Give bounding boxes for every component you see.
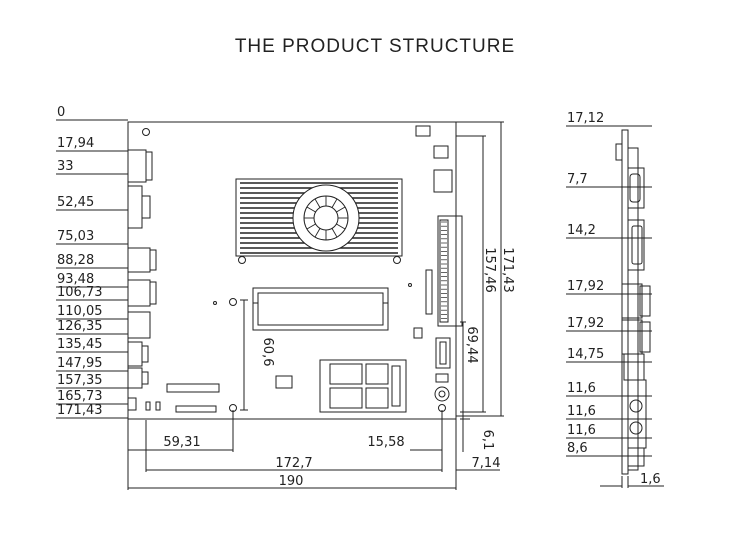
jumper (155, 401, 161, 411)
dc-jack (434, 386, 450, 402)
page-title: THE PRODUCT STRUCTURE (234, 36, 516, 57)
dim-side-8: 11,6 (567, 423, 596, 438)
fan-blade (331, 198, 338, 208)
dim-left-11: 147,95 (57, 356, 103, 371)
dim-172-7: 172,7 (275, 456, 312, 471)
fan-header-2 (435, 373, 449, 383)
dim-side-1: 7,7 (567, 172, 588, 187)
mount-hole (213, 301, 217, 305)
dim-side-2: 14,2 (567, 223, 596, 238)
sata-connector (435, 337, 451, 369)
dim-side-9: 8,6 (567, 441, 588, 456)
dim-side-6: 11,6 (567, 381, 596, 396)
dim-side-7: 11,6 (567, 404, 596, 419)
dim-69-44: 69,44 (464, 326, 479, 363)
cpu-fan (292, 184, 360, 252)
dim-left-8: 110,05 (57, 304, 103, 319)
dim-left-9: 126,35 (57, 319, 103, 334)
dim-left-4: 75,03 (57, 229, 94, 244)
board-outline (127, 121, 457, 420)
dim-side-1-6: 1,6 (640, 472, 661, 487)
dim-left-2: 33 (57, 159, 74, 174)
dim-side-3: 17,92 (567, 279, 604, 294)
dim-6-1: 6,1 (480, 430, 495, 451)
msata-module (319, 359, 407, 413)
dim-157-46: 157,46 (482, 247, 497, 293)
mount-hole (408, 283, 412, 287)
mount-hole (393, 256, 401, 264)
dim-left-10: 135,45 (57, 337, 103, 352)
fan-blade (314, 228, 321, 238)
small-header (413, 327, 423, 339)
dim-171-43: 171,43 (500, 247, 515, 293)
flat-header (166, 383, 220, 393)
power-header (433, 145, 449, 159)
fan-blade (336, 206, 346, 213)
expansion-slot (437, 215, 463, 327)
dim-left-5: 88,28 (57, 253, 94, 268)
io-connectors (127, 149, 157, 411)
dim-7-14: 7,14 (472, 456, 501, 471)
dim-left-0: 0 (57, 105, 65, 120)
expansion-slot-inner (439, 219, 449, 323)
dim-190: 190 (279, 474, 304, 489)
side-profile (615, 129, 651, 475)
dim-left-12: 157,35 (57, 373, 103, 388)
battery-holder (275, 375, 293, 389)
fan-header (415, 125, 431, 137)
jumper (145, 401, 151, 411)
fan-blade (336, 223, 346, 230)
dim-left-3: 52,45 (57, 195, 94, 210)
heatsink (235, 178, 403, 257)
front-panel-header (175, 405, 217, 413)
sodimm-slot (252, 287, 389, 331)
dim-60-6: 60,6 (260, 338, 275, 367)
fan-blade (306, 206, 316, 213)
dim-15-58: 15,58 (367, 435, 404, 450)
dim-left-7: 106,73 (57, 285, 103, 300)
mount-hole (229, 298, 237, 306)
mount-hole (238, 256, 246, 264)
dim-left-14: 171,43 (57, 403, 103, 418)
fan-blade (314, 198, 321, 208)
dim-left-1: 17,94 (57, 136, 94, 151)
dim-left-6: 93,48 (57, 272, 94, 287)
pin-header (425, 269, 433, 315)
fan-blade (306, 223, 316, 230)
dim-59-31: 59,31 (163, 435, 200, 450)
dim-left-13: 165,73 (57, 389, 103, 404)
dim-side-5: 14,75 (567, 347, 604, 362)
dim-side-4: 17,92 (567, 316, 604, 331)
mount-hole (142, 128, 150, 136)
power-connector (433, 169, 453, 193)
dim-side-0: 17,12 (567, 111, 604, 126)
fan-blade (331, 228, 338, 238)
